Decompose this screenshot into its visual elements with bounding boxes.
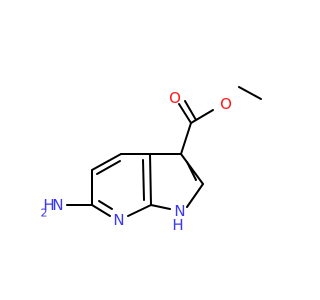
bonds bbox=[66, 86, 262, 217]
molecule-diagram: O O N N H H 2 N bbox=[41, 86, 262, 234]
bond-c6-n7 bbox=[91, 204, 111, 217]
oxygen-ether-label: O bbox=[220, 95, 232, 113]
bond-c2-n1 bbox=[186, 183, 204, 208]
nitrogen-pyrrole-hydrogen-label: H bbox=[172, 216, 183, 234]
bond-methyl-o bbox=[238, 86, 262, 100]
bond-c3-c2-inner bbox=[186, 161, 197, 181]
amine-hydrogen-count-label: 2 bbox=[41, 207, 48, 220]
bond-c3-c2 bbox=[180, 153, 204, 185]
bond-c3a-c7a bbox=[149, 153, 152, 206]
bond-carbonyl-c3 bbox=[180, 122, 192, 155]
bond-o-carbonyl-carbon bbox=[190, 109, 214, 124]
bond-c6-n7-inner bbox=[98, 200, 113, 210]
atom-labels: O O N N H H 2 N bbox=[41, 89, 232, 234]
bond-n7-c7a bbox=[127, 204, 152, 217]
oxygen-carbonyl-label: O bbox=[169, 89, 181, 107]
bond-carbonyl-double-a bbox=[178, 103, 192, 124]
bond-c4-c5-inner bbox=[96, 160, 121, 175]
bond-c4-c5 bbox=[91, 153, 122, 171]
nitrogen-pyridine-label: N bbox=[113, 211, 124, 229]
bond-c3a-c7a-inner bbox=[142, 159, 145, 201]
bond-carbonyl-double-b bbox=[184, 100, 197, 121]
amine-nitrogen-label: N bbox=[52, 196, 63, 214]
amine-hydrogen-label: H bbox=[43, 196, 54, 214]
nitrogen-pyrrole-label: N bbox=[174, 202, 185, 220]
bond-n1-c7a bbox=[150, 204, 171, 210]
